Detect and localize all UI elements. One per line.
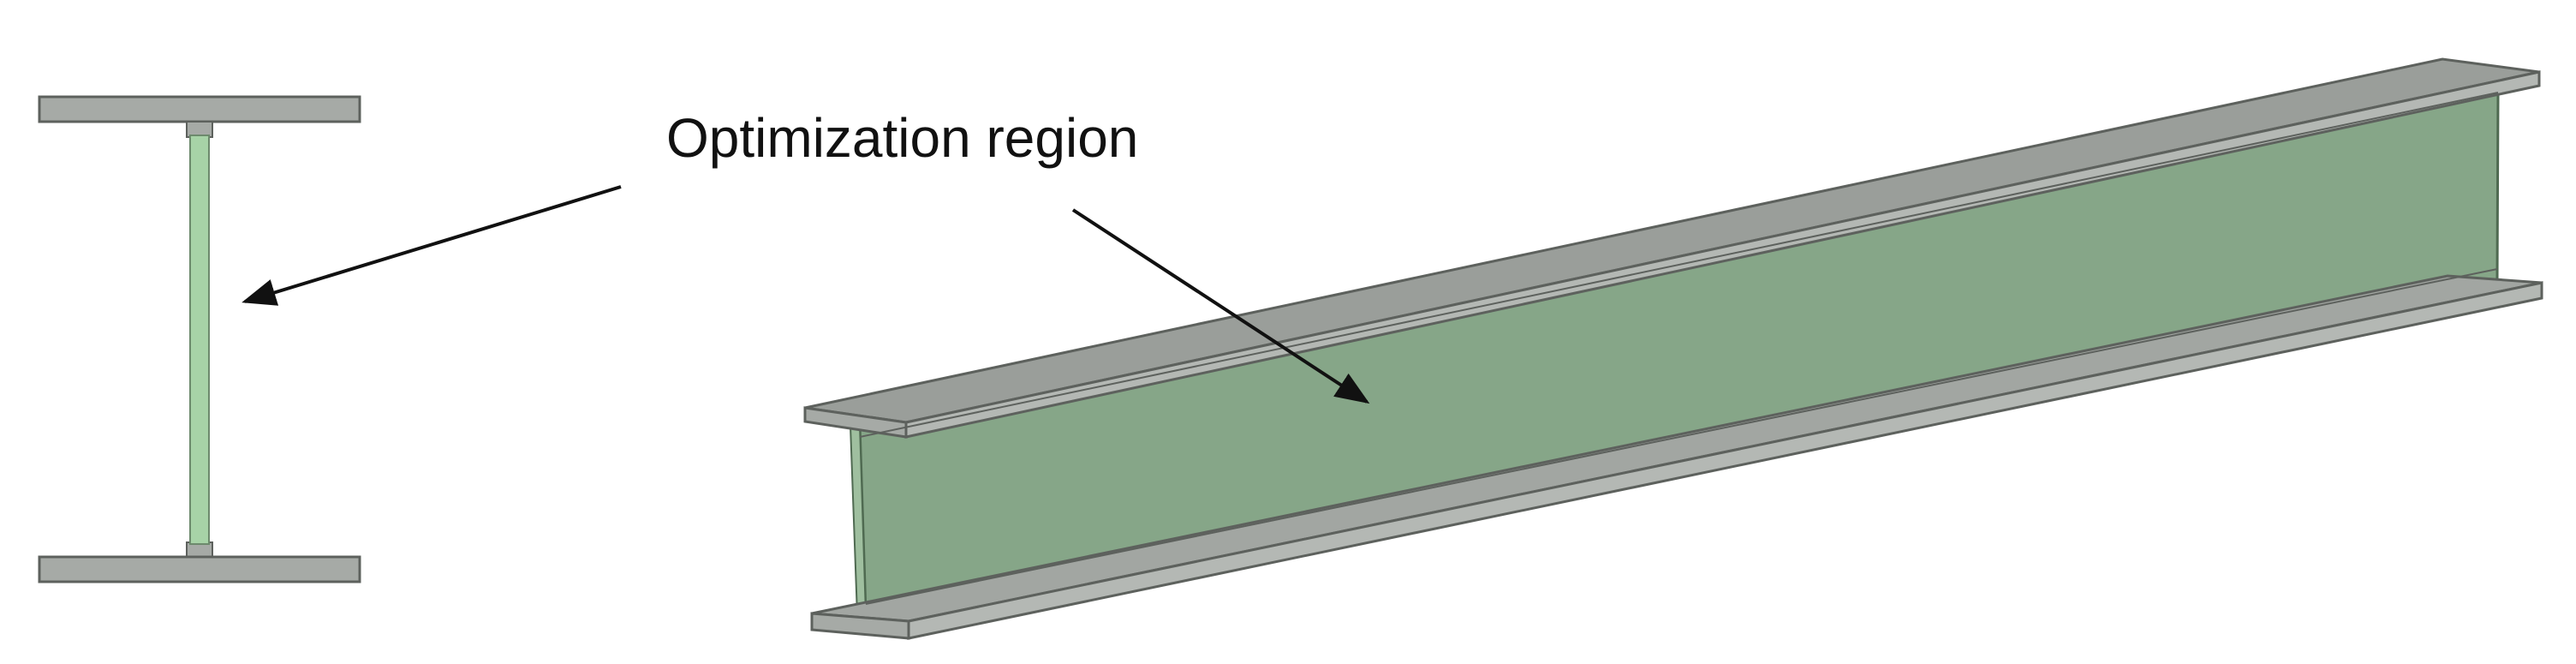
- arrow-to-cross-section: [242, 185, 622, 306]
- beam-top-flange-end: [803, 406, 908, 439]
- cross-section-bottom-flange: [38, 555, 361, 583]
- beam-bottom-fillet-line: [865, 268, 2498, 605]
- annotation-label: Optimization region: [666, 107, 1138, 169]
- beam-bottom-flange-end: [810, 612, 910, 640]
- cross-section-top-flange: [38, 95, 361, 123]
- annotation: Optimization region: [242, 107, 1370, 404]
- beam-3d-view: [803, 57, 2543, 640]
- arrow-to-beam-web: [1071, 208, 1370, 404]
- cross-section-top-fillet: [186, 121, 213, 138]
- cross-section-web: [189, 135, 210, 545]
- beam-top-flange-underside: [859, 92, 2499, 438]
- cross-section-view: [38, 95, 361, 583]
